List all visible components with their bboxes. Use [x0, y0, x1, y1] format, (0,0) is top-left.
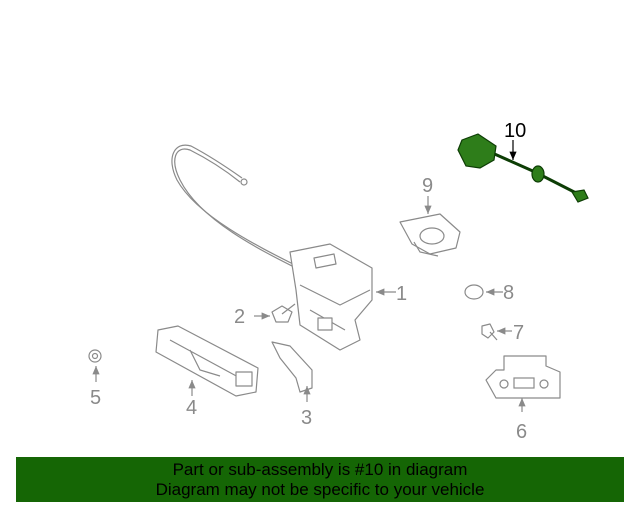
banner-line-1: Part or sub-assembly is #10 in diagram: [172, 460, 468, 479]
part-9-actuator[interactable]: [399, 213, 461, 257]
callout-6[interactable]: 6: [516, 421, 527, 443]
callout-8[interactable]: 8: [503, 282, 514, 304]
callout-10[interactable]: 10: [504, 120, 526, 142]
part-3-bracket[interactable]: [271, 341, 313, 393]
latch-cable: [171, 144, 301, 271]
callout-1[interactable]: 1: [396, 283, 407, 305]
callout-7[interactable]: 7: [513, 322, 524, 344]
part-10-sensor-harness[interactable]: [457, 133, 589, 203]
part-6-bezel[interactable]: [485, 355, 561, 399]
part-8-cap[interactable]: [464, 284, 484, 300]
part-5-nut[interactable]: [88, 349, 102, 363]
callout-2[interactable]: 2: [234, 306, 245, 328]
callout-3[interactable]: 3: [301, 407, 312, 429]
banner-line-2: Diagram may not be specific to your vehi…: [155, 480, 485, 499]
part-2-bolt[interactable]: [271, 303, 296, 323]
part-1-door-latch[interactable]: [289, 243, 373, 351]
info-banner: Part or sub-assembly is #10 in diagram D…: [16, 457, 624, 502]
callout-9[interactable]: 9: [422, 175, 433, 197]
part-7-screw[interactable]: [481, 323, 498, 341]
callout-4[interactable]: 4: [186, 397, 197, 419]
part-4-inside-handle[interactable]: [155, 325, 259, 397]
callout-5[interactable]: 5: [90, 387, 101, 409]
